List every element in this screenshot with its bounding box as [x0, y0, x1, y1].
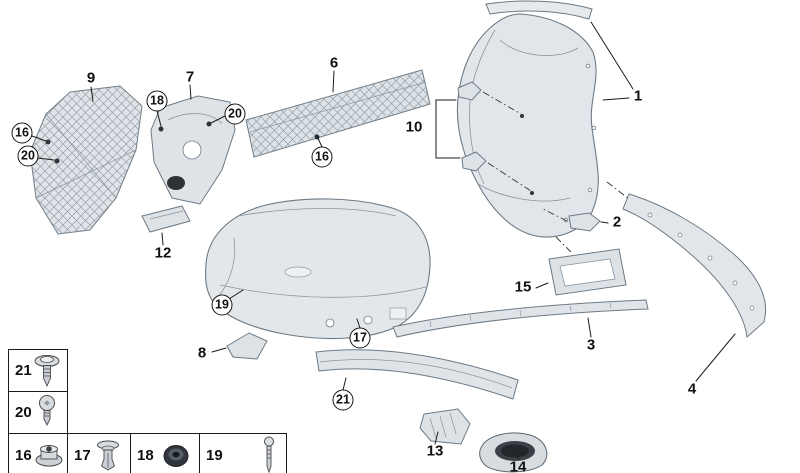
- bumper-lower-section: [204, 198, 431, 340]
- part-12-adapter-plate: [141, 205, 191, 233]
- part-1-bumper-cover: [456, 13, 599, 238]
- callout-circled-20a: 20: [17, 145, 39, 167]
- callout-circled-16b: 16: [311, 146, 333, 168]
- part-14-exhaust-trim: [479, 432, 548, 473]
- push-pin-icon: [264, 436, 274, 473]
- callout-15: 15: [514, 278, 532, 296]
- legend-num-21: 21: [15, 362, 32, 379]
- legend-num-20: 20: [15, 404, 32, 421]
- callout-6: 6: [329, 54, 339, 72]
- legend-box-20: 20: [8, 391, 68, 434]
- part-top-strip: [485, 0, 593, 20]
- callout-circled-16a: 16: [11, 122, 33, 144]
- part-13-diffuser-bracket: [419, 408, 471, 445]
- callout-4: 4: [687, 380, 697, 398]
- callout-9: 9: [86, 69, 96, 87]
- legend-box-18: 18: [130, 433, 200, 473]
- lower-trim-strip: [315, 349, 519, 400]
- part-7-corner-bracket: [150, 95, 236, 205]
- legend-box-19: 19: [199, 433, 287, 473]
- legend-num-18: 18: [137, 447, 154, 464]
- flange-head-screw-icon: [34, 354, 60, 387]
- callout-13: 13: [426, 442, 444, 460]
- callout-12: 12: [154, 244, 172, 262]
- callout-8: 8: [197, 344, 207, 362]
- flange-nut-icon: [35, 444, 63, 466]
- legend-box-16: 16: [8, 433, 68, 473]
- part-4-side-trim-strip: [622, 193, 767, 339]
- part-9-side-bracket: [29, 85, 143, 235]
- legend-box-21: 21: [8, 349, 68, 392]
- expanding-rivet-icon: [97, 440, 119, 471]
- part-8-support-wedge: [226, 332, 268, 360]
- part-2-corner-clip: [568, 212, 601, 232]
- callout-2: 2: [612, 213, 622, 231]
- callout-circled-17: 17: [349, 327, 371, 349]
- callout-7: 7: [185, 68, 195, 86]
- callout-circled-19: 19: [211, 294, 233, 316]
- part-15-mounting-frame: [548, 248, 627, 296]
- callout-circled-21: 21: [332, 389, 354, 411]
- torx-screw-icon: [38, 394, 55, 426]
- fastener-marks: [45, 114, 534, 195]
- part-10-mounting-clips: [457, 81, 487, 172]
- part-6-impact-bar: [245, 69, 431, 158]
- legend-num-16: 16: [15, 447, 32, 464]
- legend-box-17: 17: [67, 433, 131, 473]
- callout-circled-20b: 20: [224, 103, 246, 125]
- callout-3: 3: [586, 336, 596, 354]
- callout-14: 14: [509, 458, 527, 473]
- legend-num-19: 19: [206, 447, 223, 464]
- callout-1: 1: [633, 87, 643, 105]
- grommet-icon: [163, 444, 189, 467]
- callout-circled-18: 18: [146, 90, 168, 112]
- part-3-lower-strip: [392, 299, 649, 338]
- callout-10: 10: [405, 118, 423, 136]
- legend-num-17: 17: [74, 447, 91, 464]
- leader-lines: [31, 21, 736, 460]
- assembly-dash-lines: [482, 91, 630, 253]
